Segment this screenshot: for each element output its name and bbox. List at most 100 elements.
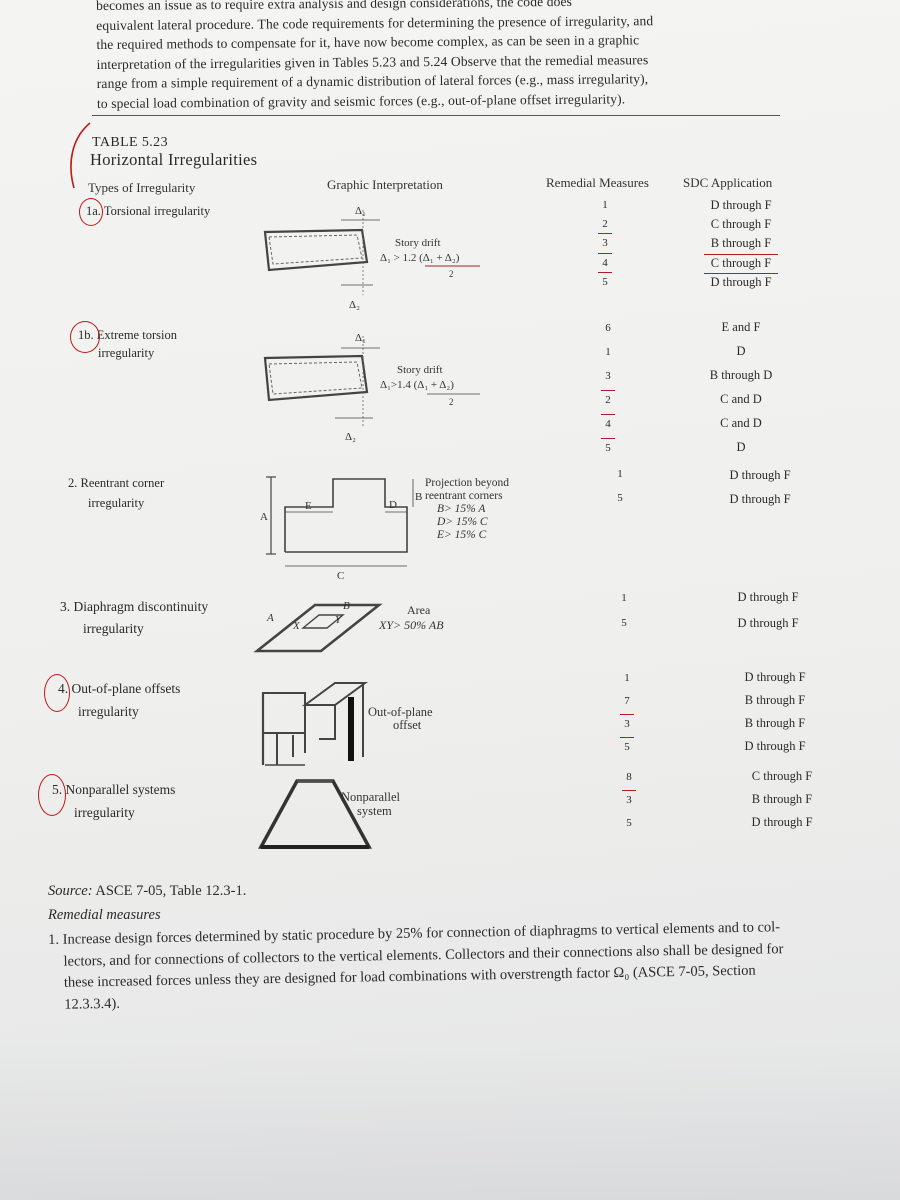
dim-x-label: X [292,620,301,632]
photo-shadow [0,1040,900,1200]
drift-formula: Δ₁>1.4 (Δ₁ + Δ₂) [380,379,454,391]
sdc-item: D through F [744,739,806,753]
pen-circle [79,198,103,226]
row-2-type: 2. Reentrant corner irregularity [68,474,164,512]
delta1-label: Δ₁ [355,205,366,217]
row-4-type: 4. Out-of-plane offsets irregularity [58,679,180,722]
rule-d: D> 15% C [436,516,488,528]
row-5-sdc: C through F B through F D through F [727,769,837,838]
dim-b-label: B [415,491,422,503]
reentrant-corner-figure: A E D B C Projection beyond reentrant co… [260,476,509,582]
remedial-item: 1 [621,592,627,604]
sdc-item: B through D [709,368,773,382]
header-sdc: SDC Application [683,175,773,190]
pen-mark [70,122,91,189]
sdc-item: D through F [737,616,799,630]
type-line: irregularity [88,496,145,510]
dim-c-label: C [337,570,344,582]
sdc-item: C and D [720,416,762,430]
formula-denominator: 2 [449,269,454,279]
torsion-figure-1a: Δ₁ Δ₂ Story drift Δ₁ > 1.2 (Δ₁ + Δ₂) 2 [263,205,480,311]
remedial-item: 5 [626,817,632,829]
source-label: Source: [48,883,93,899]
row-3-remedial: 1 5 [614,592,634,642]
offset-label-2: offset [393,718,422,732]
formula-denominator: 2 [449,397,454,407]
area-formula: XY> 50% AB [378,618,444,632]
row-1b-type: 1b. Extreme torsion irregularity [78,326,177,362]
sdc-item: D [736,344,746,358]
dim-a-label: A [266,612,274,624]
row-3-sdc: D through F D through F [713,590,823,642]
delta2-label: Δ₂ [345,431,356,443]
sdc-item: D through F [729,468,791,482]
row-1a-remedial: 1 2 3 4 5 [595,199,615,295]
projection-label-2: reentrant corners [425,490,503,502]
type-line: irregularity [78,704,139,719]
remedial-item: 3 [617,718,637,741]
sdc-item: D [736,440,746,454]
remedial-item: 5 [605,442,611,454]
sdc-item: B through F [744,716,806,730]
row-1a-sdc: D through F C through F B through F C th… [686,198,796,294]
dim-e-label: E [305,500,312,512]
type-line: irregularity [74,805,135,820]
remedial-item: 1 [624,672,630,684]
row-2-sdc: D through F D through F [705,468,815,516]
remedial-item: 8 [619,771,639,794]
dim-b-label: B [343,600,350,612]
type-line: irregularity [98,346,155,360]
rule-b: B> 15% A [437,503,486,515]
type-line: 2. Reentrant corner [68,476,165,490]
sdc-item: D through F [751,815,813,829]
row-1b-sdc: E and F D B through D C and D C and D D [686,320,796,464]
table-source: Source: ASCE 7-05, Table 12.3-1. [48,883,246,900]
drift-formula: Δ₁ > 1.2 (Δ₁ + Δ₂) [380,252,460,264]
table-label: TABLE 5.23 [92,135,168,150]
sdc-item: D through F [744,670,806,684]
remedial-item: 1 [605,346,611,358]
delta1-label: Δ₁ [355,332,366,344]
rule-e: E> 15% C [436,529,487,541]
header-graphic: Graphic Interpretation [327,177,443,192]
row-5-remedial: 8 3 5 [619,771,639,840]
row-1a-type: 1a. Torsional irregularity [86,202,210,220]
sdc-item: B through F [751,792,813,806]
area-label: Area [407,603,431,617]
nonparallel-figure: Nonparallel system [258,779,401,849]
type-line: 1a. Torsional irregularity [86,204,211,218]
row-4-remedial: 1 7 3 5 [617,672,637,764]
delta2-label: Δ₂ [349,299,360,311]
remedial-item: 2 [595,218,615,237]
table-top-rule [92,115,780,116]
type-line: 5. Nonparallel systems [52,782,176,797]
type-line: 3. Diaphragm discontinuity [60,599,209,614]
remedial-item: 3 [595,237,615,256]
remedial-item: 5 [621,617,627,629]
remedial-note-1: 1. Increase design forces determined by … [48,916,859,1016]
sdc-item: D through F [710,274,772,289]
nonparallel-label-2: system [357,804,392,818]
remedial-item: 4 [595,257,615,276]
out-of-plane-figure: Out-of-plane offset [261,682,433,766]
nonparallel-label-1: Nonparallel [341,790,401,804]
intro-paragraph: becomes an issue as to require extra ana… [96,0,787,113]
remedial-item: 4 [598,418,618,442]
pen-circle [38,774,66,816]
sdc-item: C and D [720,392,762,406]
sdc-item: C through F [751,769,813,783]
remedial-item: 5 [617,492,623,504]
remedial-item: 3 [626,794,632,806]
sdc-item: C through F [710,217,772,232]
pen-circle [70,321,100,353]
remedial-item: 2 [598,394,618,418]
header-types: Types of Irregularity [88,180,196,195]
remedial-item: 6 [605,322,611,334]
sdc-item: C through F [686,256,796,275]
type-line: irregularity [83,621,144,636]
pen-circle [44,674,70,712]
remedial-item: 5 [602,275,608,288]
story-drift-label: Story drift [395,237,441,249]
row-3-type: 3. Diaphragm discontinuity irregularity [60,597,208,639]
